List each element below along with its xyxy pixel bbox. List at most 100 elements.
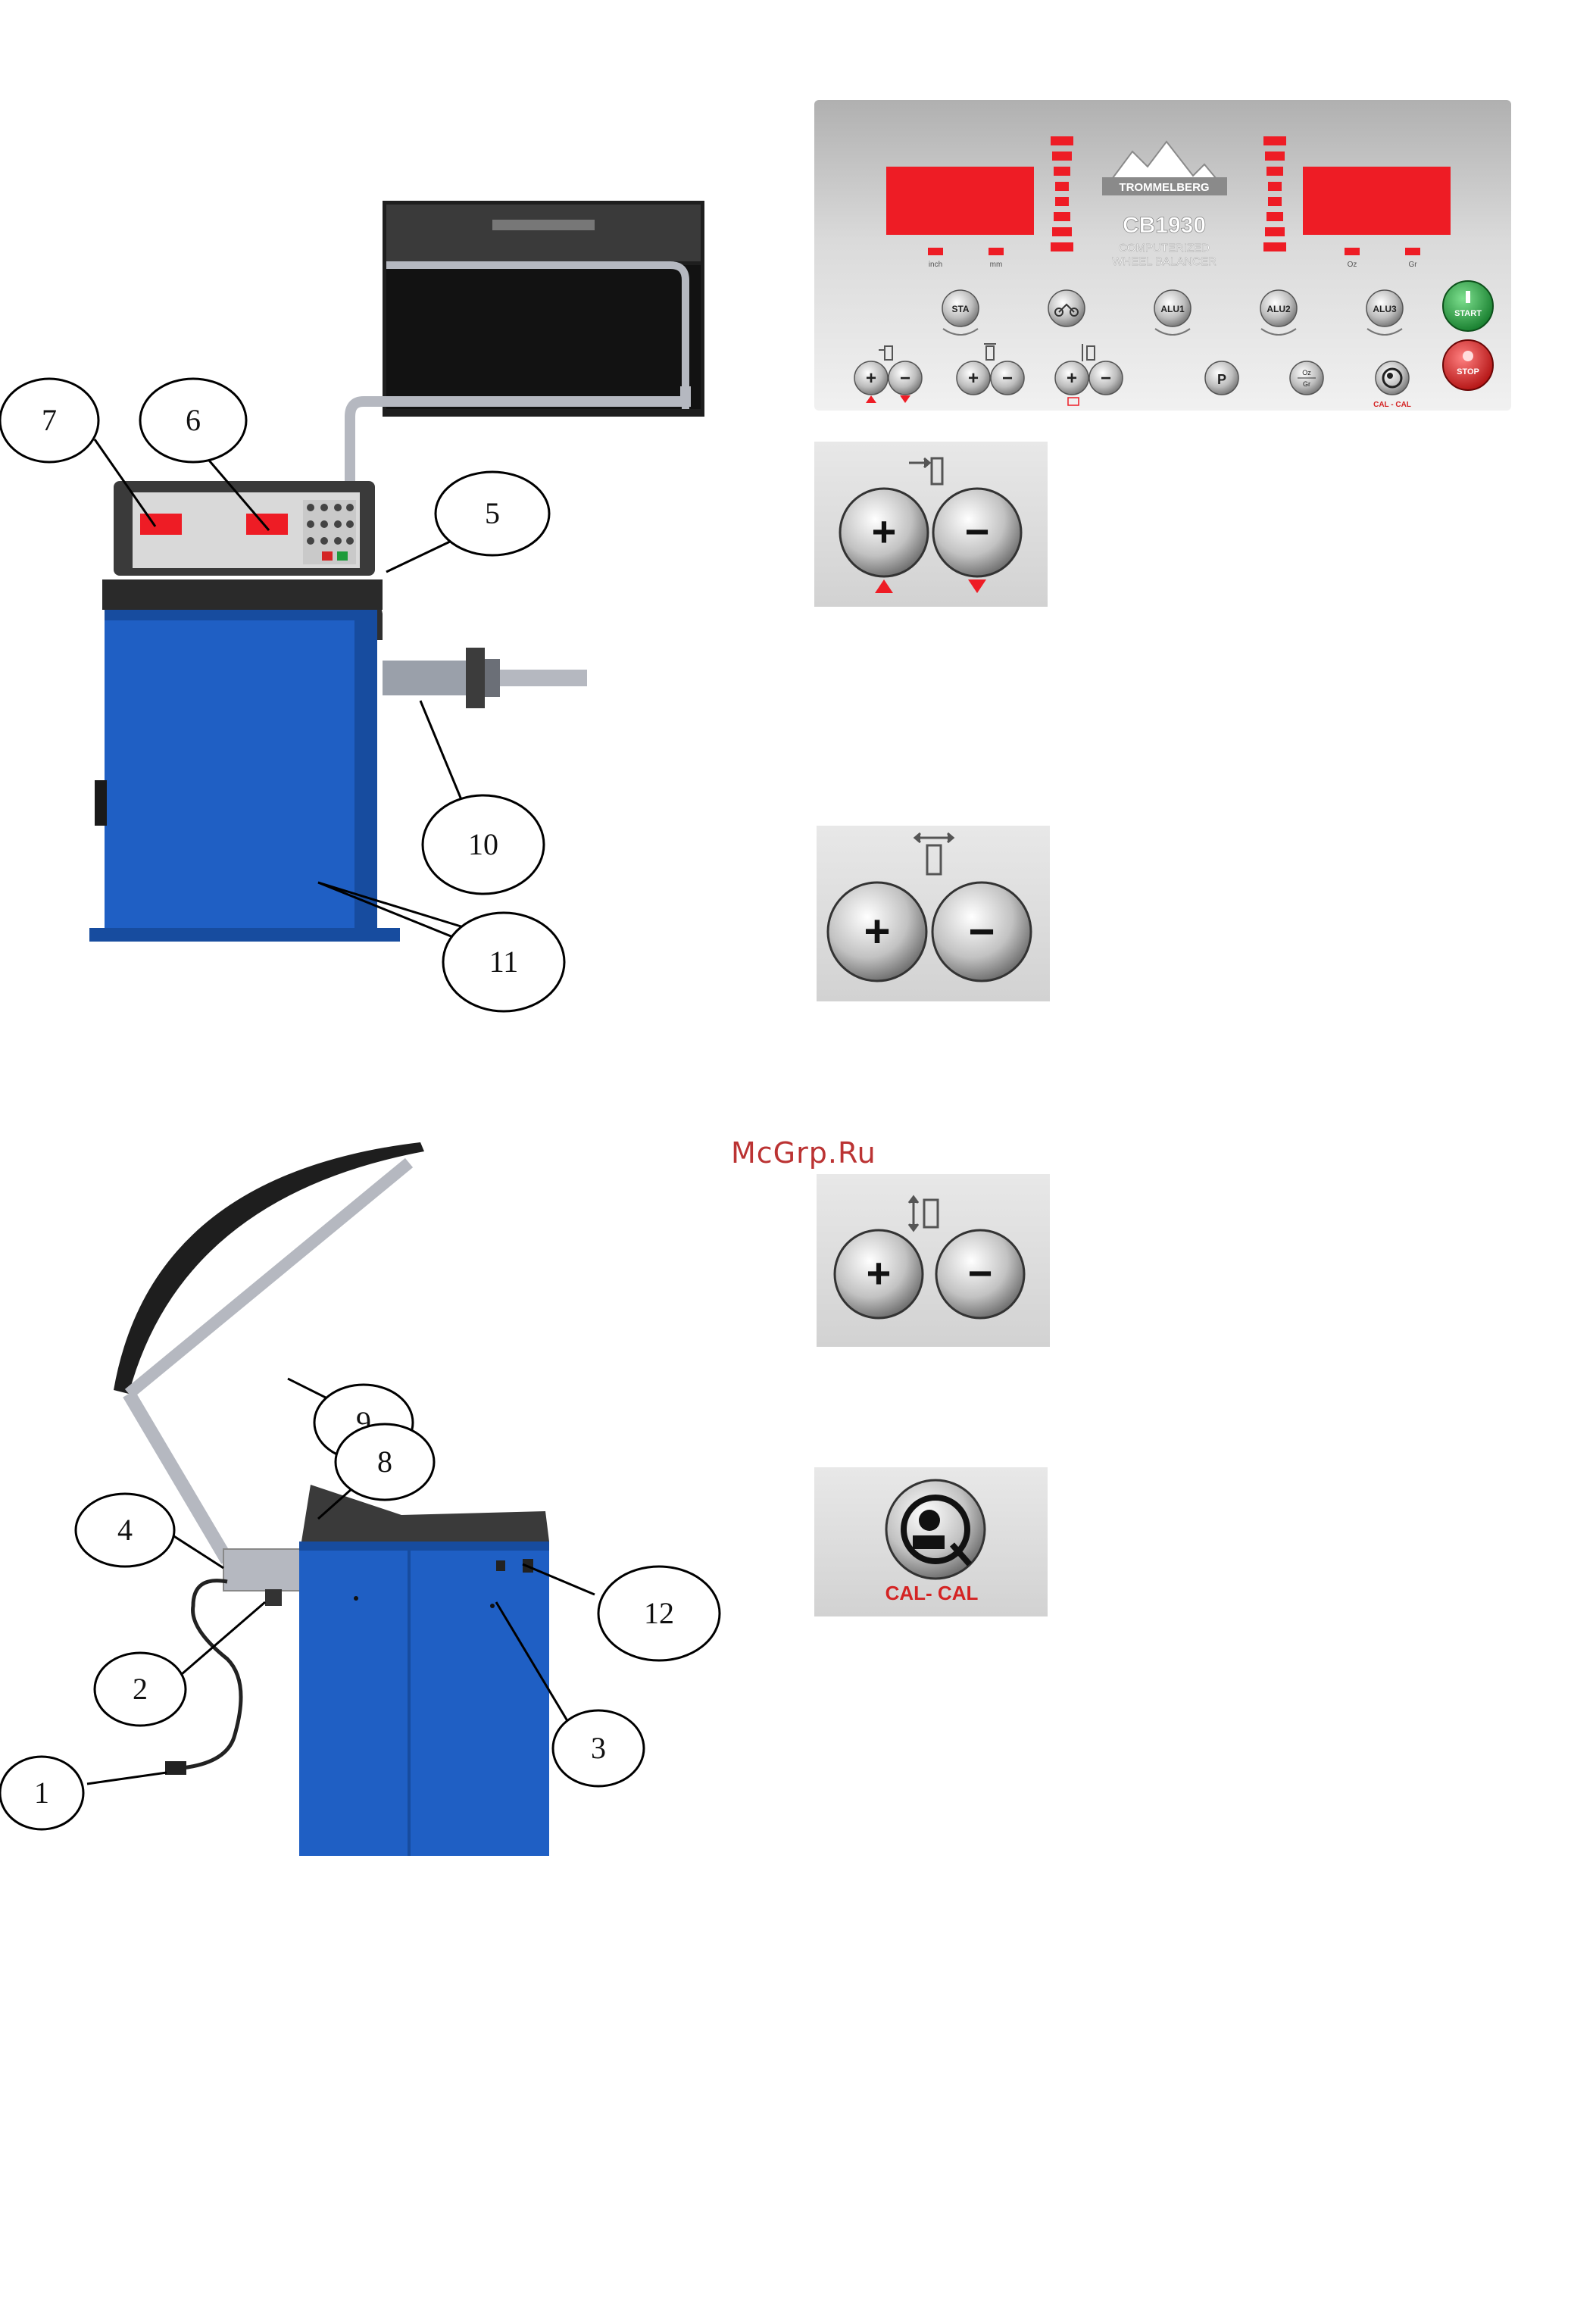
calibration-detail-button[interactable] — [886, 1480, 985, 1579]
svg-text:5: 5 — [485, 496, 500, 530]
svg-text:11: 11 — [489, 945, 519, 979]
svg-text:+: + — [968, 368, 979, 389]
svg-text:6: 6 — [186, 403, 201, 437]
power-plug — [165, 1761, 186, 1775]
offset-detail-drawing: + − — [814, 442, 1048, 607]
oz-gr-button[interactable]: Oz Gr — [1290, 361, 1323, 395]
svg-text:−: − — [968, 1249, 993, 1297]
model-name: CB1930 — [1123, 213, 1206, 238]
stop-icon — [1463, 351, 1473, 361]
start-button[interactable]: START — [1443, 281, 1493, 331]
subtitle-line2: WHEEL BALANCER — [1112, 255, 1217, 268]
svg-text:4: 4 — [117, 1513, 133, 1547]
left-unit-led-inch — [928, 248, 943, 255]
p-button[interactable]: P — [1205, 361, 1238, 395]
svg-text:ALU3: ALU3 — [1373, 304, 1397, 314]
subtitle-line1: COMPUTERIZED — [1119, 242, 1210, 255]
left-unit-inch: inch — [929, 261, 942, 269]
svg-text:+: + — [1067, 368, 1077, 389]
callout-4: 4 — [76, 1494, 174, 1567]
callout-12: 12 — [598, 1567, 720, 1660]
svg-text:ALU2: ALU2 — [1266, 304, 1291, 314]
svg-text:+: + — [864, 906, 890, 957]
machine-cabinet-side — [299, 1485, 549, 1856]
callout-6: 6 — [140, 379, 246, 462]
width-minus-detail-button[interactable]: − — [932, 882, 1031, 981]
callout-11: 11 — [443, 913, 564, 1011]
width-plus-button[interactable]: + — [957, 361, 990, 395]
diameter-minus-detail-button[interactable]: − — [936, 1230, 1024, 1318]
width-buttons-detail: + − — [817, 826, 1050, 1001]
right-unit-led-gr — [1405, 248, 1420, 255]
callout-8: 8 — [336, 1424, 434, 1500]
offset-minus-button[interactable]: − — [889, 361, 922, 395]
svg-text:CAL - CAL: CAL - CAL — [1373, 401, 1411, 409]
svg-text:START: START — [1454, 309, 1482, 318]
control-panel-drawing: inch mm TROMMELBERG CB1930 COMPUTERIZED … — [814, 100, 1511, 411]
diameter-minus-button[interactable]: − — [1089, 361, 1123, 395]
left-display — [886, 167, 1034, 235]
wheel-guard-hood — [383, 201, 704, 417]
offset-plus-detail-button[interactable]: + — [840, 489, 928, 576]
diameter-plus-button[interactable]: + — [1055, 361, 1088, 395]
svg-text:−: − — [968, 906, 995, 957]
side-switch — [265, 1589, 282, 1606]
callout-5: 5 — [436, 472, 549, 555]
calibration-button[interactable]: CAL - CAL — [1373, 361, 1411, 409]
shaft-housing — [223, 1549, 307, 1591]
right-unit-oz: Oz — [1348, 261, 1357, 269]
calibration-detail-drawing: CAL- CAL — [814, 1467, 1048, 1616]
diameter-buttons-detail: + − — [817, 1174, 1050, 1347]
balancer-shaft — [383, 648, 587, 708]
svg-text:+: + — [866, 368, 876, 389]
svg-text:−: − — [900, 368, 910, 389]
front-view-drawing: 7 6 5 10 11 — [0, 189, 727, 1023]
svg-text:8: 8 — [377, 1445, 392, 1479]
svg-text:STA: STA — [951, 304, 969, 314]
callout-7: 7 — [0, 379, 98, 462]
svg-text:P: P — [1217, 372, 1226, 387]
machine-cabinet — [89, 610, 400, 942]
stop-button[interactable]: STOP — [1443, 340, 1493, 390]
callout-3: 3 — [553, 1710, 644, 1786]
svg-text:−: − — [1101, 368, 1111, 389]
start-icon — [1466, 291, 1470, 303]
front-view-diagram: 7 6 5 10 11 — [0, 189, 727, 1023]
control-panel: inch mm TROMMELBERG CB1930 COMPUTERIZED … — [814, 100, 1511, 411]
svg-text:−: − — [1002, 368, 1013, 389]
svg-text:12: 12 — [644, 1596, 674, 1630]
calibration-label: CAL- CAL — [885, 1582, 979, 1604]
offset-minus-detail-button[interactable]: − — [933, 489, 1021, 576]
svg-text:Oz: Oz — [1302, 369, 1311, 376]
right-unit-gr: Gr — [1408, 261, 1417, 269]
svg-text:STOP: STOP — [1457, 367, 1479, 376]
offset-buttons-detail: + − — [814, 442, 1048, 607]
svg-text:7: 7 — [42, 403, 57, 437]
svg-text:1: 1 — [34, 1776, 49, 1810]
width-detail-drawing: + − — [817, 826, 1050, 1001]
svg-text:3: 3 — [591, 1731, 606, 1765]
diameter-plus-detail-button[interactable]: + — [835, 1230, 923, 1318]
svg-text:+: + — [872, 508, 897, 555]
side-view-diagram: 9 8 4 12 2 3 1 — [0, 1129, 727, 1856]
callout-2: 2 — [95, 1653, 186, 1726]
left-unit-mm: mm — [990, 261, 1003, 269]
right-unit-led-oz — [1345, 248, 1360, 255]
svg-text:10: 10 — [468, 827, 498, 861]
svg-text:Gr: Gr — [1303, 380, 1310, 388]
width-plus-detail-button[interactable]: + — [828, 882, 926, 981]
side-view-drawing: 9 8 4 12 2 3 1 — [0, 1129, 727, 1856]
right-display — [1303, 167, 1451, 235]
diameter-detail-drawing: + − — [817, 1174, 1050, 1347]
callout-10: 10 — [423, 795, 544, 894]
svg-text:ALU1: ALU1 — [1160, 304, 1185, 314]
svg-text:+: + — [867, 1249, 892, 1297]
offset-plus-button[interactable]: + — [854, 361, 888, 395]
motorcycle-mode-button[interactable] — [1048, 290, 1085, 326]
power-cable — [174, 1581, 241, 1769]
width-minus-button[interactable]: − — [991, 361, 1024, 395]
svg-text:TROMMELBERG: TROMMELBERG — [1119, 181, 1209, 194]
left-unit-led-mm — [989, 248, 1004, 255]
svg-text:2: 2 — [133, 1672, 148, 1706]
svg-text:−: − — [965, 508, 990, 555]
